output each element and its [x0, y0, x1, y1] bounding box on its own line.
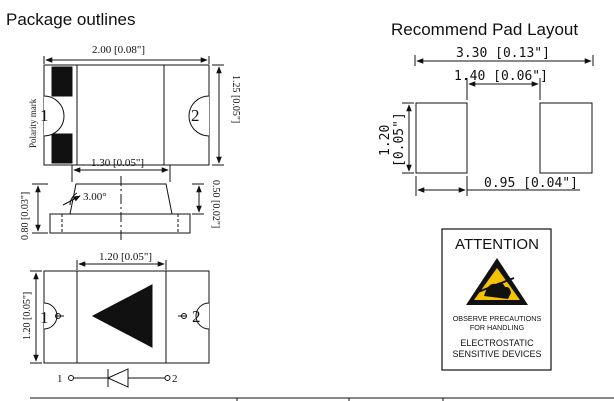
top-height-dim: 1.25 [0.05"]: [230, 75, 241, 123]
bottom-pin1-label: 1: [40, 308, 49, 327]
attention-line2: FOR HANDLING: [470, 323, 525, 332]
polarity-mark-bottom: [51, 133, 73, 164]
left-terminal-cutout: [43, 95, 65, 137]
side-total-height-dim: 0.80 [0.03"]: [20, 192, 31, 240]
pad-inner-dim: 1.40 [0.06"]: [454, 69, 548, 84]
diode-schematic: [68, 368, 171, 388]
recommend-pad-layout-title: Recommend Pad Layout: [391, 20, 579, 39]
attention-line4: SENSITIVE DEVICES: [452, 349, 541, 359]
pad-overall-dim: 3.30 [0.13"]: [456, 46, 550, 61]
right-terminal-cutout: [188, 95, 210, 137]
side-angle-dim: 3.00°: [83, 191, 107, 203]
polarity-triangle: [91, 284, 153, 348]
package-outlines-title: Package outlines: [6, 10, 136, 29]
schematic-pin2: 2: [172, 373, 178, 385]
side-view: [32, 165, 204, 242]
diode-triangle: [106, 368, 129, 388]
pad-height-dim-mm: 1.20: [378, 125, 393, 156]
side-top-width-dim: 1.30 [0.05"]: [91, 157, 144, 169]
attention-heading: ATTENTION: [455, 236, 539, 253]
attention-line3: ELECTROSTATIC: [460, 338, 534, 348]
polarity-mark-label: Polarity mark: [28, 98, 38, 148]
pad-left: [415, 102, 468, 174]
attention-line1: OBSERVE PRECAUTIONS: [453, 314, 542, 323]
top-pin1-label: 1: [40, 106, 49, 125]
side-base-outline: [49, 213, 191, 234]
bottom-height-dim: 1.20 [0.05"]: [22, 292, 33, 340]
bottom-pin2-label: 2: [192, 307, 201, 326]
top-view: [43, 56, 224, 166]
pad-height-dim-in: [0.05"]: [392, 112, 407, 167]
top-width-dim: 2.00 [0.08"]: [92, 44, 145, 56]
schematic-pin1: 1: [57, 373, 63, 385]
bottom-view: [30, 260, 210, 364]
pad-width-dim: 0.95 [0.04"]: [484, 176, 578, 191]
side-lens-height-dim: 0.50 [0.02"]: [210, 180, 221, 228]
esd-attention-label: [441, 228, 552, 371]
top-pin2-label: 2: [191, 106, 200, 125]
pad-layout: [402, 55, 594, 196]
bottom-width-dim: 1.20 [0.05"]: [99, 251, 152, 263]
polarity-mark-top: [51, 66, 73, 97]
pad-right: [539, 102, 593, 174]
